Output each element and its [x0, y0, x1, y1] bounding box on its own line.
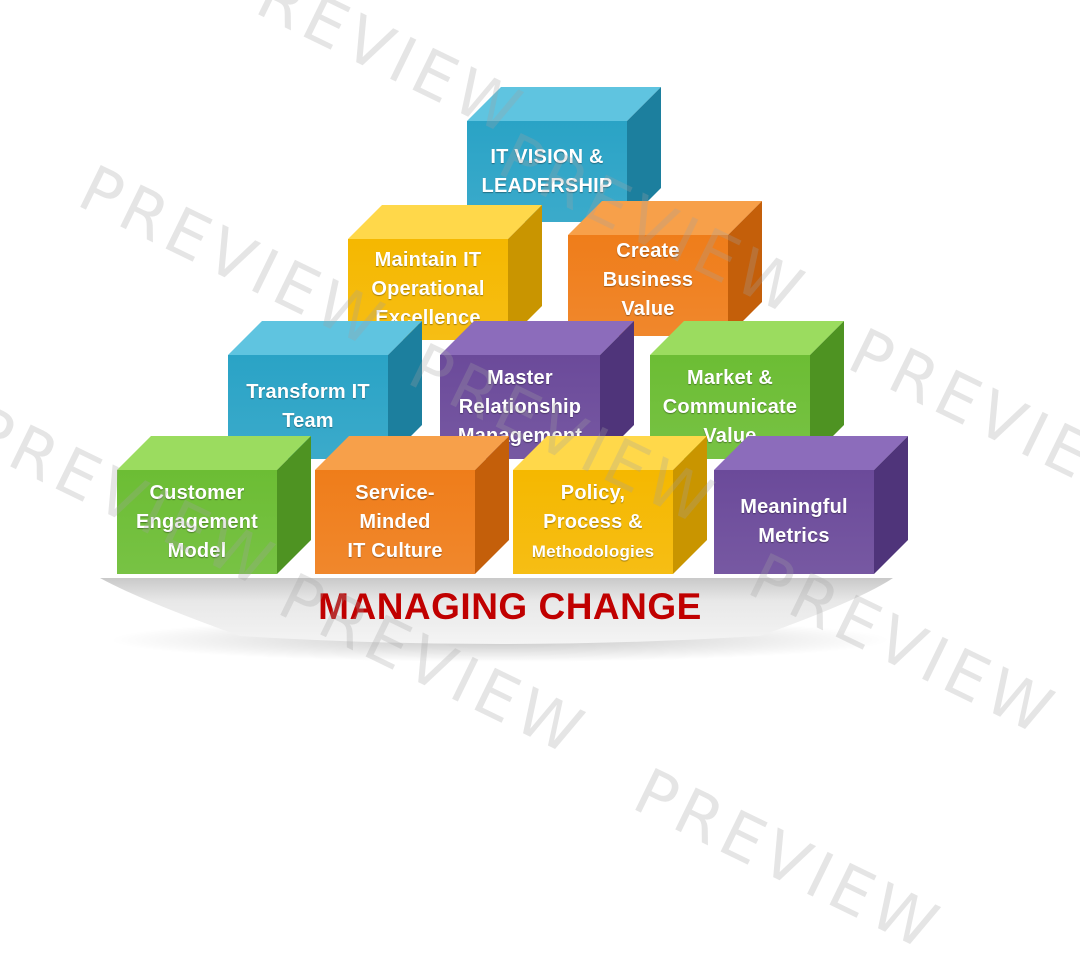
- block-top-face: [117, 436, 311, 470]
- block-policy-process-methodologies: Policy, Process & Methodologies: [513, 436, 707, 574]
- block-shape: [714, 436, 908, 574]
- block-label-line: Minded: [359, 510, 431, 533]
- block-label: Policy, Process & Methodologies: [513, 470, 673, 574]
- block-top-face: [467, 87, 661, 121]
- block-side-face: [673, 436, 707, 574]
- block-top-face: [650, 321, 844, 355]
- block-label-line: Customer: [149, 481, 245, 504]
- block-label-line: Value: [621, 298, 675, 320]
- block-front-face: [568, 235, 728, 336]
- block-label-line: IT Culture: [347, 539, 443, 562]
- block-label-line: Engagement: [135, 510, 259, 533]
- block-side-face: [810, 321, 844, 459]
- block-label-line: Team: [282, 410, 334, 432]
- block-label: Transform IT Team: [228, 355, 388, 459]
- block-top-face: [568, 201, 762, 235]
- block-label-line: Create: [616, 240, 680, 262]
- block-shape: [348, 205, 542, 340]
- block-side-face: [277, 436, 311, 574]
- block-label-line: LEADERSHIP: [481, 174, 613, 197]
- block-front-face: [117, 470, 277, 574]
- block-top-face: [315, 436, 509, 470]
- block-label-line: Service-: [355, 481, 435, 504]
- block-shape: [650, 321, 844, 459]
- block-label: IT VISION & LEADERSHIP: [467, 121, 627, 222]
- block-front-face: [714, 470, 874, 574]
- block-side-face: [627, 87, 661, 222]
- block-side-face: [475, 436, 509, 574]
- block-label-line: Maintain IT: [374, 249, 482, 271]
- block-front-face: [513, 470, 673, 574]
- block-label-line: Market &: [686, 366, 774, 389]
- block-label-line: Model: [167, 539, 227, 562]
- block-label-line: Operational: [371, 278, 485, 300]
- block-shape: [117, 436, 311, 574]
- block-label-line: Relationship: [458, 395, 582, 418]
- block-top-face: [228, 321, 422, 355]
- block-service-minded-it-culture: Service- Minded IT Culture: [315, 436, 509, 574]
- block-label-line: Business: [602, 269, 694, 291]
- block-side-face: [508, 205, 542, 340]
- block-shape: [513, 436, 707, 574]
- block-side-face: [388, 321, 422, 459]
- block-label-line: Communicate: [662, 395, 798, 418]
- block-label-line: Transform IT: [246, 381, 370, 403]
- block-label-line: Metrics: [758, 525, 830, 547]
- block-top-face: [714, 436, 908, 470]
- block-label-line: IT VISION &: [490, 145, 604, 168]
- block-top-face: [513, 436, 707, 470]
- block-label-line: Meaningful: [740, 496, 848, 518]
- block-shape: [568, 201, 762, 336]
- block-top-face: [440, 321, 634, 355]
- block-label-line: Policy,: [560, 481, 626, 504]
- block-label-line: Methodologies: [531, 541, 655, 561]
- block-it-vision-leadership: IT VISION & LEADERSHIP: [467, 87, 661, 222]
- block-label: Service- Minded IT Culture: [315, 470, 475, 574]
- block-side-face: [728, 201, 762, 336]
- block-label-line: Process &: [543, 510, 643, 533]
- block-top-face: [348, 205, 542, 239]
- base-label-managing-change: MANAGING CHANGE: [318, 586, 702, 627]
- block-shape: [315, 436, 509, 574]
- block-shape: [467, 87, 661, 222]
- block-label-line: Master: [487, 366, 553, 389]
- block-side-face: [874, 436, 908, 574]
- base-platform: [100, 578, 893, 662]
- block-side-face: [600, 321, 634, 459]
- block-front-face: [315, 470, 475, 574]
